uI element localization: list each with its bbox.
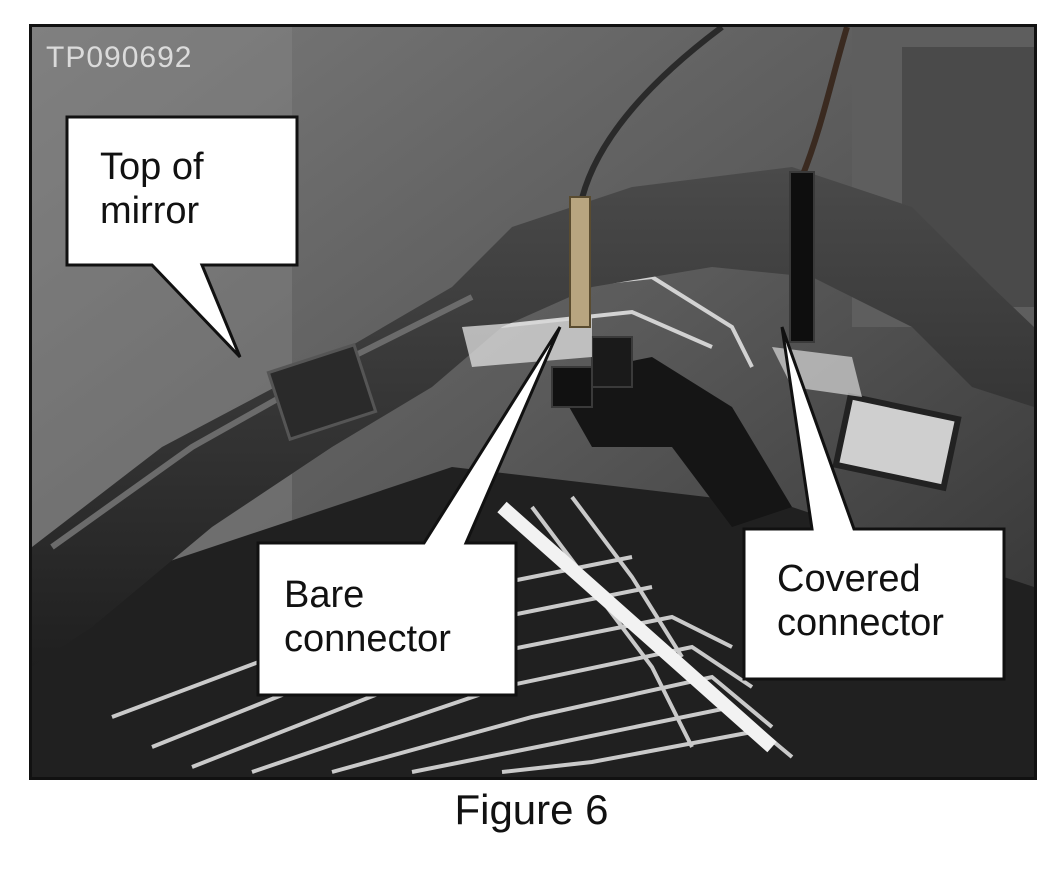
figure-caption: Figure 6 (454, 786, 609, 833)
callout-covered-connector-label: Covered connector (777, 558, 944, 644)
covered-connector (789, 171, 815, 343)
heater-grid-line (191, 614, 733, 769)
callout-bare-connector-label: Bare connector (284, 574, 451, 660)
callout-top-of-mirror-label: Top of mirror (100, 146, 204, 232)
photo-watermark: TP090692 (46, 41, 193, 74)
heater-grid-line (530, 505, 694, 748)
heater-grid-line (570, 495, 684, 659)
figure-frame: TP090692 Top of mirror Bare connector Co… (29, 24, 1037, 780)
heater-grid-line (501, 730, 753, 774)
mirror-photo (32, 27, 1034, 777)
bare-connector (569, 196, 591, 328)
heater-grid-line (251, 644, 754, 774)
heater-grid-line (331, 674, 774, 774)
